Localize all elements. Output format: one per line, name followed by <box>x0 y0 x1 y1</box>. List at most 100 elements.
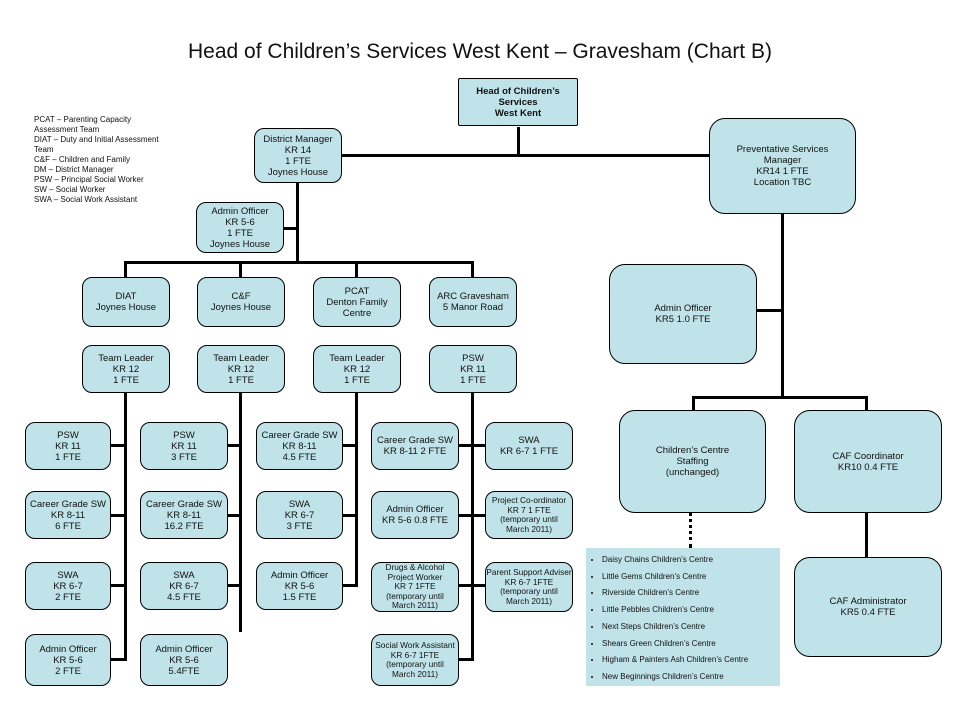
node-text: DIAT <box>115 291 137 302</box>
abbreviation-legend: PCAT – Parenting Capacity Assessment Tea… <box>34 115 174 205</box>
pcat-box: PCAT Denton Family Centre <box>313 277 401 327</box>
node-text: KR5 1.0 FTE <box>655 314 711 325</box>
node-text: 2 FTE <box>55 665 81 677</box>
node-text: Children’s Centre <box>655 445 730 456</box>
node-text: KR 6-7 <box>284 509 315 521</box>
node-text: 4.5 FTE <box>282 451 317 463</box>
node-text: Centre <box>342 307 372 319</box>
node-text: KR 12 <box>343 363 371 375</box>
node-text: KR 6-7 <box>169 580 199 592</box>
head-of-childrens-services-box: Head of Children’s Services West Kent <box>458 78 578 126</box>
childrens-centre-item: Daisy Chains Children’s Centre <box>602 552 780 569</box>
node-text: (temporary until <box>500 514 558 524</box>
node-text: 3 FTE <box>286 520 313 532</box>
node-text: 1 FTE <box>113 374 139 386</box>
node-text: KR 12 <box>227 363 255 375</box>
cf-swa-box: SWA KR 6-7 4.5 FTE <box>140 562 228 610</box>
node-text: KR 6-7 <box>53 580 83 592</box>
childrens-centre-item: Higham & Painters Ash Children’s Centre <box>602 652 780 669</box>
node-text: KR 7 1FTE <box>394 581 436 592</box>
node-text: 1 FTE <box>460 374 486 386</box>
node-text: Team Leader <box>213 352 269 364</box>
node-text: Services <box>498 96 538 108</box>
childrens-centre-item: Shears Green Children’s Centre <box>602 636 780 653</box>
pcat-team-leader-box: Team Leader KR 12 1 FTE <box>313 345 401 393</box>
node-text: KR 5-6 0.8 FTE <box>382 515 448 526</box>
caf-coordinator-box: CAF Coordinator KR10 0.4 FTE <box>794 410 942 513</box>
node-text: Career Grade SW <box>29 498 107 510</box>
node-text: KR 11 <box>171 440 197 452</box>
node-text: KR 8-11 <box>166 509 202 521</box>
node-text: (temporary until <box>386 590 444 601</box>
node-text: Denton Family <box>326 296 388 308</box>
cf-admin-officer-box: Admin Officer KR 5-6 5.4FTE <box>140 634 228 686</box>
legend-item: SWA – Social Work Assistant <box>34 195 138 204</box>
node-text: March 2011) <box>392 600 438 611</box>
node-text: KR5 0.4 FTE <box>840 607 896 618</box>
node-text: Manager <box>763 155 802 166</box>
childrens-centre-staffing-box: Children’s Centre Staffing (unchanged) <box>619 410 766 513</box>
node-text: KR 8-11 2 FTE <box>383 446 447 457</box>
node-text: 3 FTE <box>171 451 197 463</box>
node-text: SWA <box>57 569 79 581</box>
node-text: Team Leader <box>329 352 385 364</box>
node-text: Head of Children’s <box>476 85 560 97</box>
caf-administrator-box: CAF Administrator KR5 0.4 FTE <box>794 557 942 657</box>
node-text: Project Co-ordinator <box>491 495 567 505</box>
arc-admin-officer-box: Admin Officer KR 5-6 0.8 FTE <box>371 491 459 539</box>
pcat-career-grade-sw-box: Career Grade SW KR 8-11 4.5 FTE <box>256 422 343 470</box>
node-text: 2 FTE <box>55 591 81 603</box>
diat-admin-officer-box: Admin Officer KR 5-6 2 FTE <box>25 634 111 686</box>
diat-swa-box: SWA KR 6-7 2 FTE <box>25 562 111 610</box>
node-text: SWA <box>518 435 540 446</box>
childrens-centre-item: Next Steps Children’s Centre <box>602 619 780 636</box>
legend-item: DIAT – Duty and Initial Assessment Team <box>34 135 159 154</box>
diat-box: DIAT Joynes House <box>82 277 170 327</box>
arc-parent-support-adviser-box: Parent Support Adviser KR 6-7 1FTE (temp… <box>485 562 573 612</box>
node-text: KR 8-11 <box>282 440 317 452</box>
node-text: West Kent <box>494 107 542 119</box>
node-text: KR 5-6 <box>53 654 83 666</box>
node-text: March 2011) <box>506 595 552 606</box>
node-text: (unchanged) <box>665 467 720 478</box>
node-text: ARC Gravesham <box>437 291 509 302</box>
node-text: Preventative Services <box>736 144 829 155</box>
node-text: KR 5-6 <box>284 580 315 592</box>
arc-social-work-assistant-box: Social Work Assistant KR 6-7 1FTE (tempo… <box>371 634 459 686</box>
childrens-centres-list: Daisy Chains Children’s Centre Little Ge… <box>586 548 780 686</box>
node-text: SWA <box>288 498 311 510</box>
legend-item: C&F – Children and Family <box>34 155 131 164</box>
cf-career-grade-sw-box: Career Grade SW KR 8-11 16.2 FTE <box>140 491 228 539</box>
node-text: PCAT <box>344 285 370 297</box>
node-text: 6 FTE <box>55 520 81 532</box>
node-text: Location TBC <box>753 177 812 188</box>
arc-project-coordinator-box: Project Co-ordinator KR 7 1 FTE (tempora… <box>485 491 573 539</box>
node-text: Admin Officer <box>654 303 712 314</box>
node-text: Joynes House <box>95 302 157 313</box>
node-text: KR 6-7 1 FTE <box>499 446 559 457</box>
childrens-centre-item: New Beginnings Children’s Centre <box>602 669 780 686</box>
node-text: 5 Manor Road <box>442 302 504 313</box>
arc-swa-box: SWA KR 6-7 1 FTE <box>485 422 573 470</box>
preventative-admin-officer-box: Admin Officer KR5 1.0 FTE <box>609 264 757 364</box>
node-text: Staffing <box>676 456 709 467</box>
node-text: PSW <box>462 352 484 364</box>
node-text: 1.5 FTE <box>282 591 317 603</box>
node-text: Social Work Assistant <box>375 640 455 650</box>
node-text: KR 5-6 <box>225 216 255 228</box>
node-text: (temporary until <box>500 586 558 596</box>
node-text: 1 FTE <box>228 374 254 386</box>
arc-gravesham-box: ARC Gravesham 5 Manor Road <box>429 277 517 327</box>
node-text: 1 FTE <box>55 451 81 463</box>
node-text: Team Leader <box>98 352 154 364</box>
node-text: CAF Administrator <box>829 596 907 607</box>
node-text: Admin Officer <box>211 205 269 217</box>
node-text: Admin Officer <box>39 643 97 655</box>
node-text: KR 11 <box>460 363 486 375</box>
diat-team-leader-box: Team Leader KR 12 1 FTE <box>82 345 170 393</box>
node-text: Admin Officer <box>155 643 213 655</box>
node-text: C&F <box>231 291 251 302</box>
node-text: March 2011) <box>392 668 438 679</box>
node-text: 16.2 FTE <box>164 520 204 532</box>
node-text: Project Worker <box>387 571 443 582</box>
